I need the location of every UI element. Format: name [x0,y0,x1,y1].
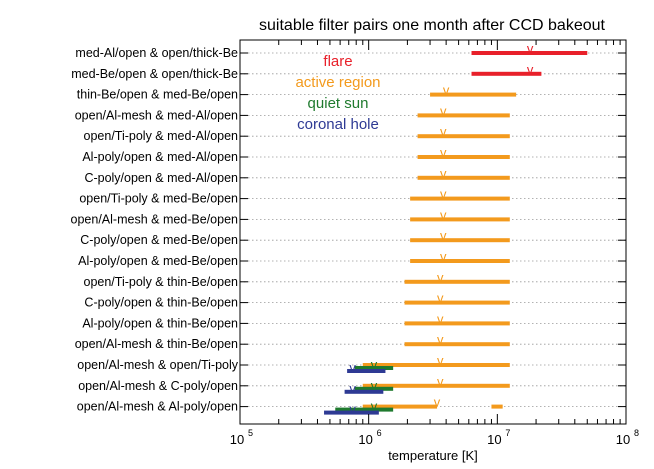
range-bar [404,279,510,284]
peak-marker: v [349,360,356,375]
range-bar [362,363,510,367]
y-tick-label: open/Al-mesh & med-Al/open [75,108,238,122]
range-bar [410,217,510,222]
legend-entry: quiet sun [308,95,369,112]
peak-marker: v [371,378,378,393]
range-bar [354,386,394,391]
x-tick-exponent: 8 [634,428,639,438]
range-bar [430,92,517,97]
peak-marker: v [440,124,447,139]
range-bar [335,407,394,412]
peak-marker: v [440,145,447,160]
range-bar [417,134,510,139]
peak-marker: v [527,62,534,77]
peak-marker: v [349,381,356,396]
y-tick-label: Al-poly/open & med-Be/open [78,254,238,268]
y-tick-label: med-Al/open & open/thick-Be [75,46,238,60]
y-axis-labels: med-Al/open & open/thick-Be med-Be/open &… [71,46,239,414]
legend-entry: coronal hole [297,116,379,133]
grid [240,52,626,408]
x-tick-exponent: 7 [505,428,510,438]
range-bars [324,51,588,415]
y-tick-label: C-poly/open & thin-Be/open [84,296,238,310]
y-tick-label: C-poly/open & med-Be/open [80,233,238,247]
peak-marker: v [371,357,378,372]
peak-marker: v [437,311,444,326]
chart-title: suitable filter pairs one month after CC… [259,17,606,34]
peak-marker: v [440,249,447,264]
y-tick-label: med-Be/open & open/thick-Be [71,67,238,81]
y-tick-label: open/Al-mesh & thin-Be/open [75,337,238,351]
peak-marker: v [437,332,444,347]
y-tick-label: open/Ti-poly & thin-Be/open [84,275,239,289]
range-bar [471,51,588,55]
range-bar [417,155,510,159]
peak-marker: v [440,207,447,222]
legend: flare active region quiet sun coronal hole [295,53,380,133]
peak-marker: v [440,103,447,118]
y-tick-label: open/Ti-poly & med-Be/open [79,192,238,206]
x-tick-label: 10 [358,432,372,447]
range-bar [417,113,510,118]
x-tick-label: 10 [616,432,630,447]
range-bar [362,404,438,409]
y-tick-label: open/Ti-poly & med-Al/open [84,129,239,143]
range-bar [404,321,510,326]
range-bar [410,238,510,243]
legend-entry: flare [323,53,352,70]
y-tick-label: C-poly/open & med-Al/open [84,171,238,185]
x-tick-label: 10 [230,432,244,447]
peak-marker: v [371,399,378,414]
range-bar [404,342,510,347]
range-bar [362,383,510,388]
range-bar [354,366,394,370]
y-tick-label: Al-poly/open & med-Al/open [82,150,238,164]
range-bar [324,410,379,415]
range-bar [404,300,510,305]
range-bar [491,404,503,409]
peak-marker: v [437,374,444,389]
x-axis-title: temperature [K] [388,448,478,463]
range-bar [347,369,386,373]
y-tick-label: open/Al-mesh & open/Ti-poly [77,358,238,372]
peak-marker: v [437,291,444,306]
peak-marker: v [527,41,534,56]
y-tick-label: open/Al-mesh & Al-poly/open [77,400,238,414]
x-tick-label: 10 [487,432,501,447]
range-bar [417,175,510,180]
range-bar [410,196,510,201]
legend-entry: active region [295,74,380,91]
y-tick-label: open/Al-mesh & C-poly/open [78,379,238,393]
peak-marker: v [434,395,441,410]
x-tick-exponent: 6 [377,428,382,438]
y-tick-label: thin-Be/open & med-Be/open [77,88,238,102]
peak-marker: v [443,83,450,98]
peak-marker: v [440,187,447,202]
peak-marker: v [440,166,447,181]
x-axis-ticks: 10 5 10 6 10 7 10 8 [230,40,639,447]
x-tick-exponent: 5 [248,428,253,438]
plot-frame [239,39,627,425]
peak-marker: v [440,228,447,243]
range-bar [410,259,510,263]
peak-marker: v [437,353,444,368]
y-tick-label: Al-poly/open & thin-Be/open [82,316,238,330]
range-bar [344,389,384,394]
y-tick-label: open/Al-mesh & med-Be/open [71,212,239,226]
peak-marker: v [437,270,444,285]
range-bar [471,71,542,76]
peak-marker: v [349,402,356,417]
